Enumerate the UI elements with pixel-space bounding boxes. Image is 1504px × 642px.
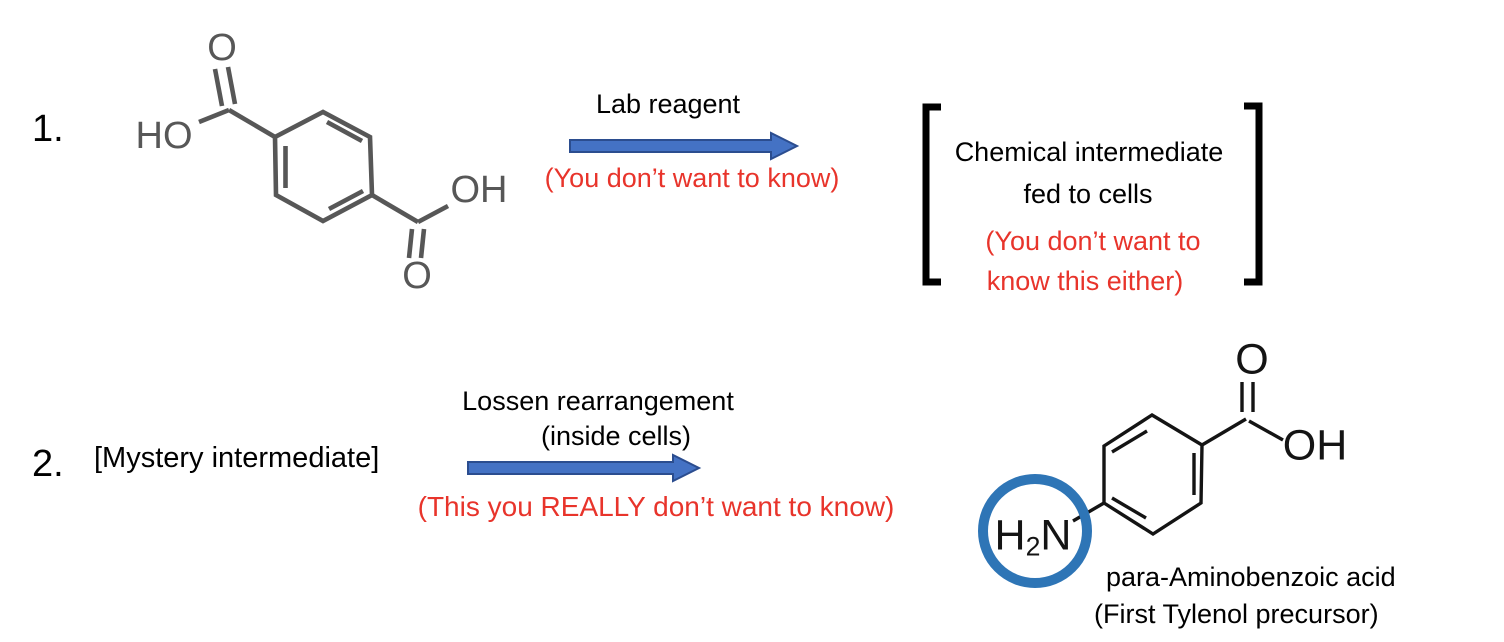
carbonyl-double-bond	[418, 228, 427, 259]
bond-ho-c	[198, 107, 230, 125]
right-bracket	[1244, 102, 1263, 286]
carbonyl-double-bond	[225, 66, 238, 105]
bond-c-ring	[227, 108, 277, 139]
atom-label-ho: HO	[135, 115, 193, 158]
atom-label-o: O	[207, 27, 237, 70]
step2-number: 2.	[32, 443, 64, 485]
product1-line2: fed to cells	[1023, 179, 1153, 209]
ring-double-bond	[325, 119, 364, 144]
ring-double-bond	[327, 188, 365, 212]
ring-double-bond	[1111, 496, 1147, 520]
product2-caption-line1: para-Aminobenzoic acid	[1106, 562, 1396, 592]
arrow2-note: (This you REALLY don’t want to know)	[417, 491, 895, 522]
reaction-arrow-2	[467, 453, 702, 483]
atom-label-o: O	[402, 255, 432, 298]
amine-highlight-circle	[978, 474, 1092, 588]
bond-ring-c	[1201, 417, 1247, 447]
amine-h: H	[994, 511, 1026, 560]
product1-line1: Chemical intermediate	[954, 137, 1224, 167]
bond-c2-oh	[416, 203, 450, 225]
carbonyl-double-bond	[406, 228, 415, 259]
arrow2-label-line1: Lossen rearrangement	[462, 386, 734, 416]
terephthalic-acid-structure	[198, 66, 450, 259]
atom-label-h2n: H2N	[994, 511, 1072, 562]
carbonyl-double-bond	[212, 68, 225, 107]
para-aminobenzoic-acid-structure	[1072, 382, 1284, 537]
step1-number: 1.	[32, 108, 64, 150]
benzene-ring	[272, 109, 375, 224]
bond-c-oh	[1248, 419, 1284, 442]
product2-caption-line2: (First Tylenol precursor)	[1094, 599, 1379, 629]
benzene-ring	[1102, 412, 1204, 537]
bond-ring-c2	[370, 193, 420, 224]
atom-label-o: O	[1235, 335, 1269, 384]
ring-double-bond	[1111, 429, 1148, 454]
product1-note1: (You don’t want to	[985, 226, 1201, 256]
step2-reactant-label: [Mystery intermediate]	[94, 442, 380, 474]
atom-label-oh: OH	[1282, 421, 1348, 470]
arrow2-label-line2: (inside cells)	[540, 421, 692, 451]
atom-label-oh: OH	[450, 169, 508, 212]
reaction-arrow-1	[569, 131, 800, 161]
left-bracket	[922, 103, 941, 286]
amine-n: N	[1040, 511, 1072, 560]
arrow1-label: Lab reagent	[595, 89, 741, 119]
arrow1-note: (You don’t want to know)	[544, 163, 840, 193]
product1-note2: know this either)	[986, 266, 1184, 296]
amine-subscript: 2	[1025, 531, 1041, 562]
